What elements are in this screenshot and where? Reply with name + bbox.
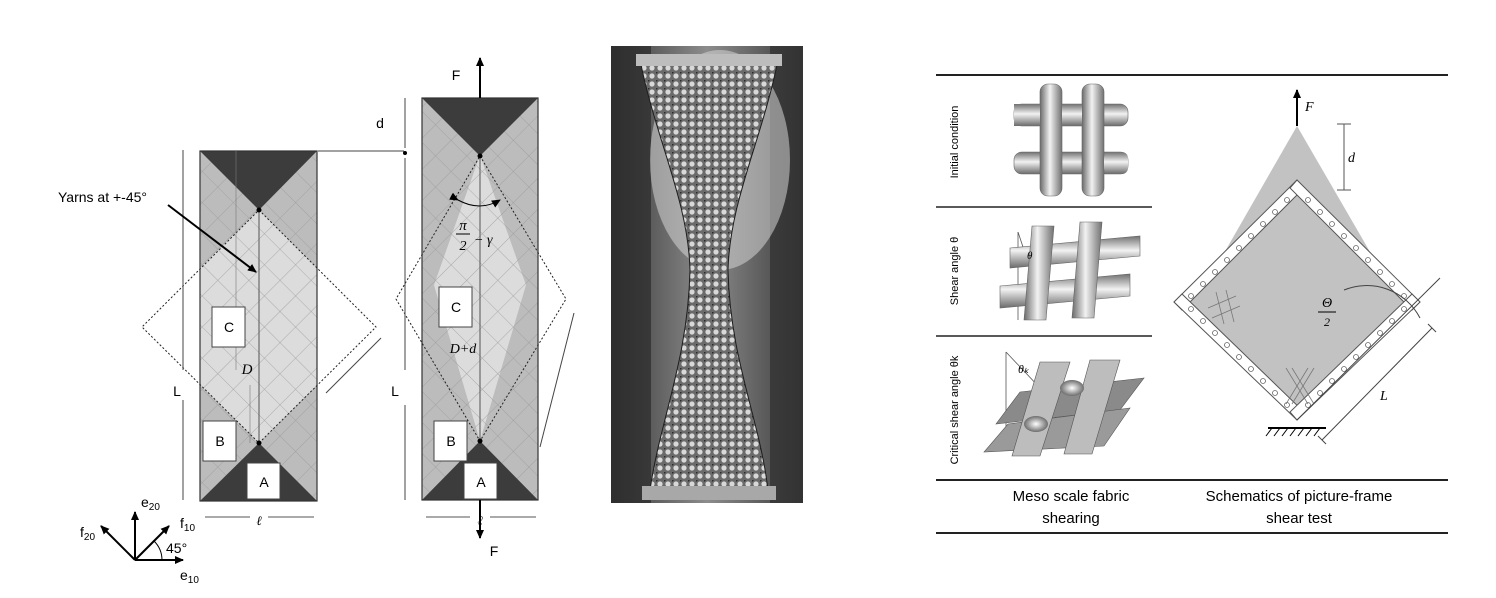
axis-f10-label: f10 — [180, 515, 195, 534]
angle-numerator: π — [459, 218, 467, 234]
zone-c-label: C — [224, 319, 234, 335]
zone-b-label: B — [215, 433, 224, 449]
theta-k-label: θₖ — [1018, 362, 1030, 376]
frame-force-label: F — [1304, 100, 1314, 115]
table-frame — [936, 74, 1448, 534]
width-ell-label: ℓ — [256, 513, 262, 528]
row-initial-label: Initial condition — [949, 106, 961, 179]
axis-e10-label: e10 — [180, 567, 199, 586]
force-bottom-label: F — [490, 543, 499, 559]
zone-a-box — [246, 462, 281, 500]
top-dark-triangle — [200, 151, 317, 210]
frame-d-label: d — [1348, 151, 1356, 166]
zone-b-box — [202, 420, 237, 462]
angle-minus-gamma: − γ — [474, 233, 493, 248]
picture-frame — [1173, 89, 1441, 445]
theta-small-label: θ — [1027, 250, 1033, 262]
caption-meso-line2: shearing — [1042, 510, 1100, 527]
angle-45-label: 45° — [166, 540, 187, 556]
specimen-undeformed — [141, 150, 404, 518]
yarns-pointer-arrow — [167, 204, 257, 273]
force-top-label: F — [452, 67, 461, 83]
zone-a-label: A — [259, 474, 269, 490]
frame-theta-denominator: 2 — [1324, 315, 1330, 329]
frame-theta-numerator: Θ — [1322, 296, 1332, 311]
axis-f20-label: f20 — [80, 524, 95, 543]
row-critical-label: Critical shear angle θk — [949, 355, 961, 464]
row-shear-label: Shear angle θ — [949, 237, 961, 306]
length-L-label: L — [173, 383, 181, 399]
weave-initial — [1013, 83, 1129, 197]
axis-e20-label: e20 — [141, 494, 160, 513]
weave-critical — [983, 351, 1145, 457]
caption-schematic-line2: shear test — [1266, 510, 1333, 527]
yarns-annotation: Yarns at +-45° — [58, 189, 147, 205]
specimen-deformed — [395, 57, 575, 539]
length-D-label: D — [241, 362, 253, 378]
angle-denominator: 2 — [460, 239, 467, 254]
zone-a-deformed-label: A — [476, 474, 486, 490]
caption-meso-line1: Meso scale fabric — [1013, 488, 1130, 505]
weave-sheared — [999, 221, 1141, 321]
zone-b-deformed-label: B — [446, 433, 455, 449]
specimen-photo — [611, 46, 803, 503]
zone-c-deformed-label: C — [451, 299, 461, 315]
frame-L-label: L — [1379, 389, 1388, 404]
axes-diagram — [100, 511, 184, 564]
width-ell-deformed-label: ℓ — [477, 513, 483, 528]
caption-schematic-line1: Schematics of picture-frame — [1206, 488, 1393, 505]
displacement-d-label: d — [376, 115, 384, 131]
zone-c-box — [211, 306, 246, 348]
length-L-deformed-label: L — [391, 383, 399, 399]
length-Dd-label: D+d — [449, 342, 478, 357]
